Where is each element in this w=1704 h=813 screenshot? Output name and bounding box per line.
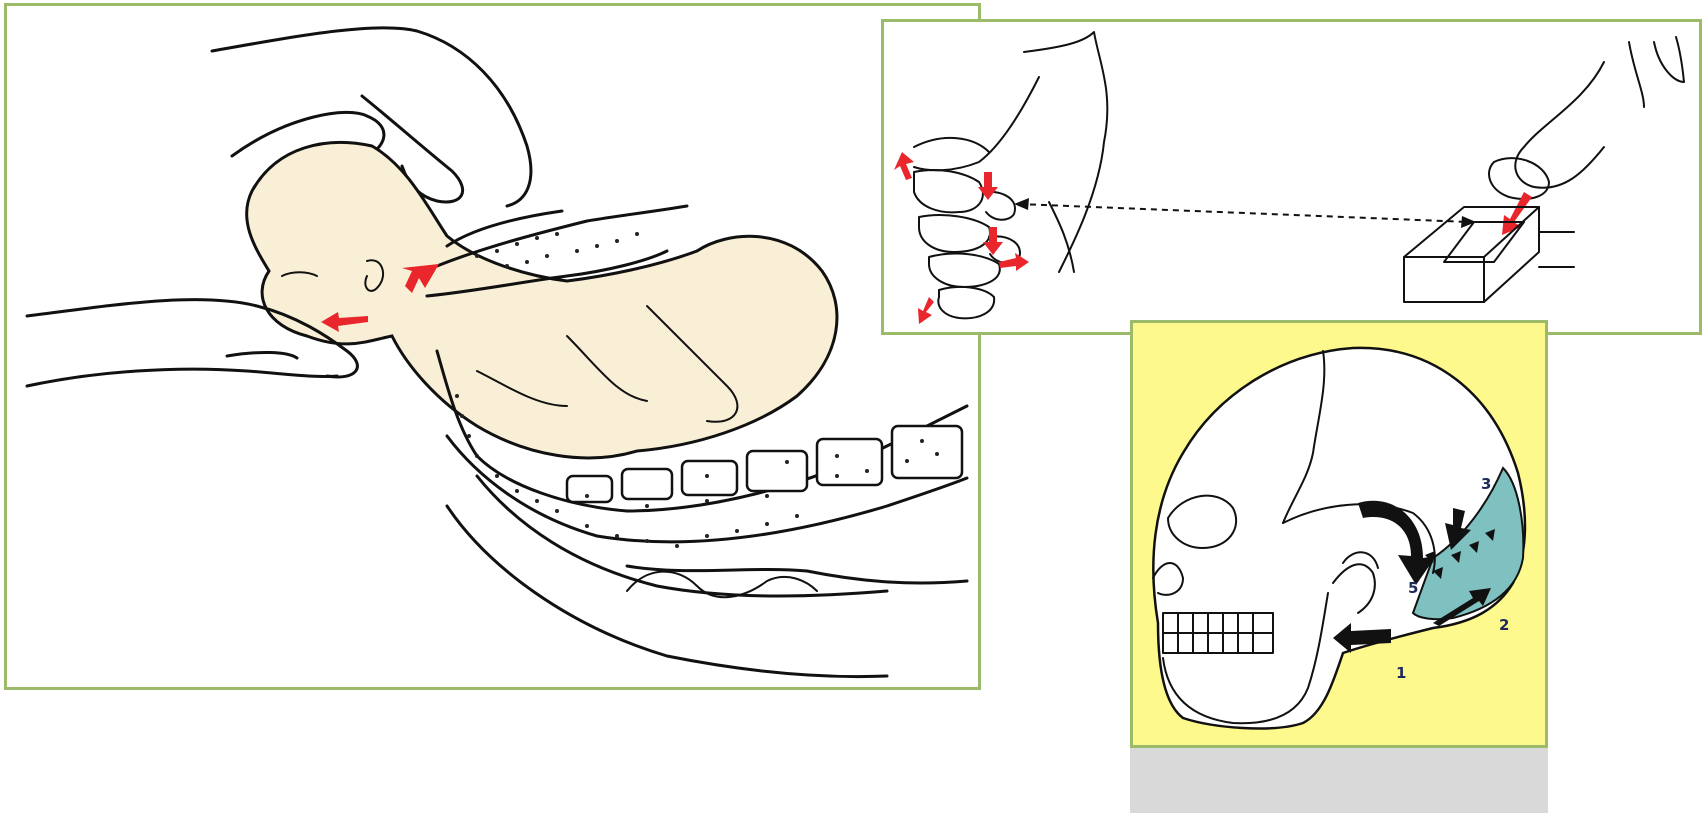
label-1: 1 (1396, 664, 1406, 682)
hand-finger-2 (1629, 42, 1644, 107)
canal-floor-3 (477, 476, 887, 596)
skull-diagram-panel: 3 2 1 5 (1130, 320, 1548, 748)
skull-occiput (914, 138, 989, 152)
lower-hand-arm (27, 369, 337, 386)
lower-hand-finger (227, 352, 297, 358)
baby-body (247, 142, 837, 457)
hand-wrist (1515, 62, 1604, 188)
canal-floor-4 (447, 506, 887, 677)
label-3: 3 (1481, 475, 1491, 493)
canal-line-1 (447, 211, 562, 246)
hand-finger-1 (1654, 37, 1684, 82)
birth-illustration (7, 6, 978, 687)
spine-diagram (884, 22, 1699, 332)
skull-base-outline (914, 77, 1039, 170)
spine-diagram-panel (881, 19, 1702, 335)
skull-diagram: 3 2 1 5 (1133, 323, 1545, 745)
gray-footer-block (1130, 748, 1548, 813)
dashed-arrowhead-left (1014, 198, 1029, 210)
birth-illustration-panel (4, 3, 981, 690)
label-2: 2 (1499, 616, 1509, 634)
neck-outline (1049, 202, 1074, 272)
cervical-vertebrae (914, 170, 1020, 318)
label-5: 5 (1408, 579, 1418, 597)
skull-back-outline (1024, 32, 1107, 272)
